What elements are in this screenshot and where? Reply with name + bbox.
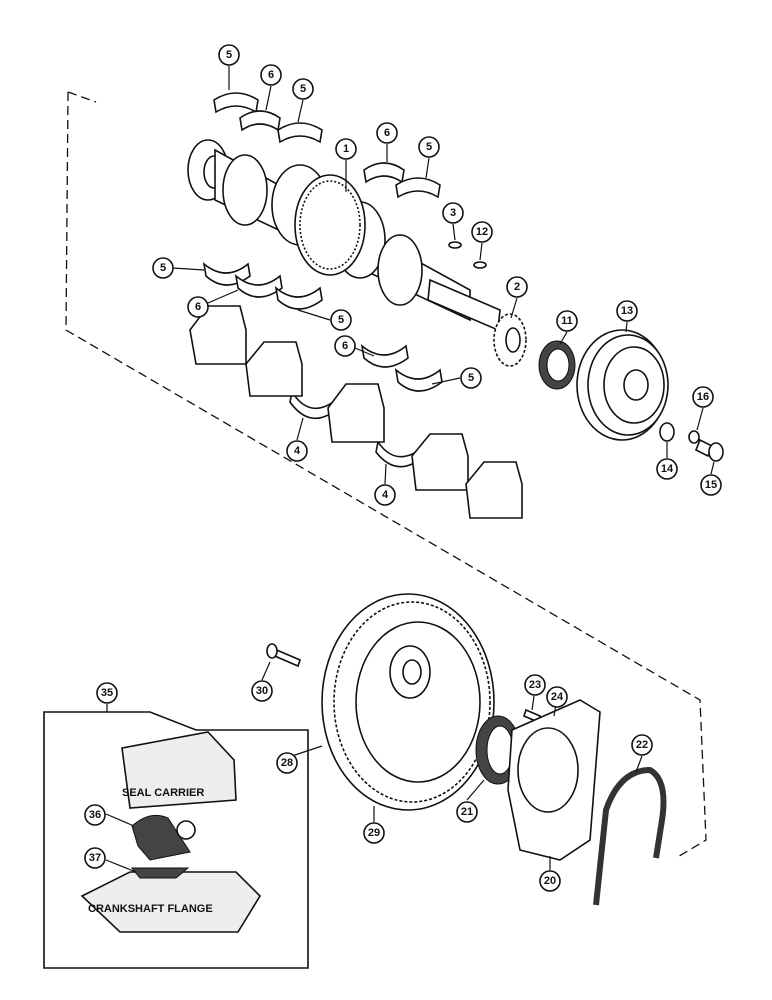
key-3 xyxy=(448,241,462,249)
assembly-boundary xyxy=(65,91,707,859)
svg-text:2: 2 xyxy=(514,281,520,293)
svg-text:23: 23 xyxy=(529,679,541,691)
callout-6: 6 xyxy=(376,122,398,144)
svg-text:13: 13 xyxy=(621,305,633,317)
svg-text:5: 5 xyxy=(468,372,474,384)
flywheel xyxy=(321,593,495,811)
callout-37: 37 xyxy=(84,847,106,869)
key-12 xyxy=(473,261,487,269)
svg-text:15: 15 xyxy=(705,479,717,491)
callout-5: 5 xyxy=(418,136,440,158)
callout-16: 16 xyxy=(692,386,714,408)
washer xyxy=(659,422,675,442)
svg-text:5: 5 xyxy=(226,49,232,61)
main-bearing-caps xyxy=(189,305,523,519)
callout-4: 4 xyxy=(286,440,308,462)
seal-carrier-gasket xyxy=(593,766,667,906)
svg-text:14: 14 xyxy=(661,463,674,475)
callout-6: 6 xyxy=(334,335,356,357)
callout-5: 5 xyxy=(152,257,174,279)
callout-23: 23 xyxy=(524,674,546,696)
svg-text:22: 22 xyxy=(636,739,648,751)
callout-13: 13 xyxy=(616,300,638,322)
callout-29: 29 xyxy=(363,822,385,844)
callout-1: 1 xyxy=(335,138,357,160)
seal-detail-inset: SEAL CARRIER CRANKSHAFT FLANGE xyxy=(43,711,309,969)
svg-text:24: 24 xyxy=(551,691,564,703)
svg-text:35: 35 xyxy=(101,687,113,699)
svg-text:29: 29 xyxy=(368,827,380,839)
callout-11: 11 xyxy=(556,310,578,332)
flywheel-bolt xyxy=(266,643,301,668)
svg-text:3: 3 xyxy=(450,207,456,219)
callout-15: 15 xyxy=(700,474,722,496)
svg-text:6: 6 xyxy=(268,69,274,81)
callout-2: 2 xyxy=(506,276,528,298)
lower-bearing-shells xyxy=(202,262,443,392)
crankshaft xyxy=(187,139,501,332)
svg-text:36: 36 xyxy=(89,809,101,821)
svg-text:4: 4 xyxy=(294,445,301,457)
callout-6: 6 xyxy=(260,64,282,86)
seal-lip-section xyxy=(131,814,191,861)
svg-text:4: 4 xyxy=(382,489,389,501)
callout-21: 21 xyxy=(456,801,478,823)
upper-bearing-shells xyxy=(213,92,441,199)
seal-carrier-label: SEAL CARRIER xyxy=(122,787,204,799)
seal-carrier-section xyxy=(121,731,237,809)
callout-36: 36 xyxy=(84,804,106,826)
lock-washer xyxy=(688,430,700,444)
callout-6: 6 xyxy=(187,296,209,318)
callout-28: 28 xyxy=(276,752,298,774)
callout-20: 20 xyxy=(539,870,561,892)
pulley-bolt xyxy=(694,438,724,462)
svg-text:5: 5 xyxy=(338,314,344,326)
callout-22: 22 xyxy=(631,734,653,756)
callout-5: 5 xyxy=(460,367,482,389)
front-seal xyxy=(538,340,576,390)
callout-4: 4 xyxy=(374,484,396,506)
svg-text:1: 1 xyxy=(343,143,349,155)
callout-35: 35 xyxy=(96,682,118,704)
crankshaft-pulley xyxy=(576,329,669,441)
svg-text:20: 20 xyxy=(544,875,556,887)
crankshaft-flange-section xyxy=(80,871,262,933)
callout-5: 5 xyxy=(292,78,314,100)
callout-24: 24 xyxy=(546,686,568,708)
svg-text:5: 5 xyxy=(300,83,306,95)
svg-text:6: 6 xyxy=(195,301,201,313)
svg-text:6: 6 xyxy=(342,340,348,352)
svg-text:12: 12 xyxy=(476,226,488,238)
seal-carrier xyxy=(507,699,601,861)
callout-12: 12 xyxy=(471,221,493,243)
svg-text:21: 21 xyxy=(461,806,473,818)
svg-text:16: 16 xyxy=(697,391,709,403)
callout-5: 5 xyxy=(218,44,240,66)
svg-text:28: 28 xyxy=(281,757,293,769)
svg-text:30: 30 xyxy=(256,685,268,697)
svg-text:5: 5 xyxy=(160,262,166,274)
callout-3: 3 xyxy=(442,202,464,224)
svg-text:6: 6 xyxy=(384,127,390,139)
crankshaft-gear xyxy=(493,313,527,367)
callout-30: 30 xyxy=(251,680,273,702)
svg-text:5: 5 xyxy=(426,141,432,153)
callout-5: 5 xyxy=(330,309,352,331)
leader-lines xyxy=(105,66,715,873)
callout-14: 14 xyxy=(656,458,678,480)
svg-text:37: 37 xyxy=(89,852,101,864)
crankshaft-flange-label: CRANKSHAFT FLANGE xyxy=(88,903,213,915)
svg-text:11: 11 xyxy=(561,315,573,327)
